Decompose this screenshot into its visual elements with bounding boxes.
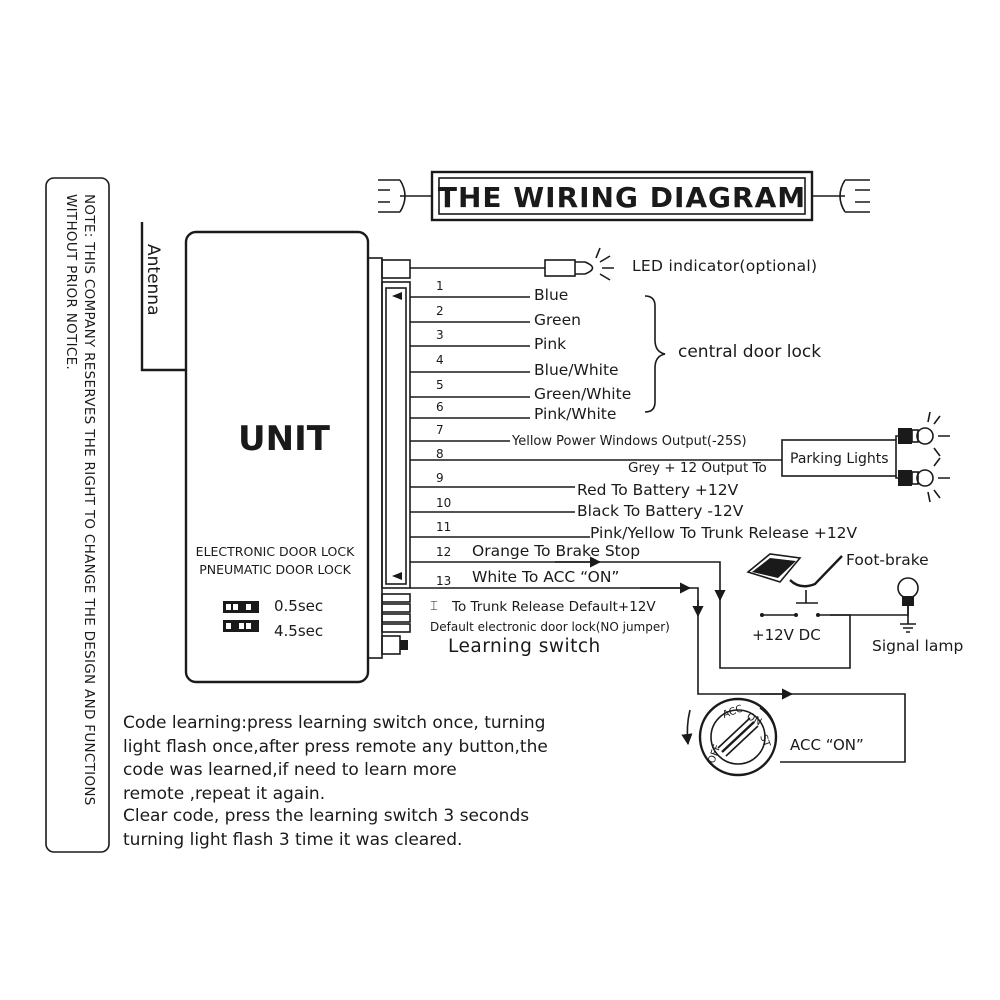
ignition-switch-icon: OFF ACC ON ST [681,697,778,777]
jumper-defaults: ⌶ To Trunk Release Default+12V Default e… [430,599,670,657]
jumper2-label: 4.5sec [274,622,323,640]
wire-number: 4 [436,353,444,367]
central-door-lock-brace: central door lock [644,295,821,413]
wire-number: 3 [436,328,444,342]
wire-6: 6 Pink/White [410,400,616,423]
unit-label: UNIT [238,419,331,459]
wire-8: 8 Grey + 12 Output To [410,447,782,476]
wire-5: 5 Green/White [410,378,631,403]
foot-brake-label: Foot-brake [846,551,929,569]
trunk-default-label: To Trunk Release Default+12V [451,599,656,615]
wire-number: 12 [436,545,451,559]
wire-number: 9 [436,471,444,485]
wire-7: 7 Yellow Power Windows Output(-25S) [410,423,747,449]
foot-brake: Foot-brake +12V DC [746,551,929,644]
wire-3: 3 Pink [410,328,566,353]
wire-12: 12 Orange To Brake Stop [410,542,851,669]
instruction-line: turning light flash 3 time it was cleare… [123,830,462,850]
learning-switch-label: Learning switch [448,636,601,657]
wire-10: 10 Black To Battery -12V [410,496,744,520]
wire-label: Pink/White [534,405,616,423]
unit-sub2: PNEUMATIC DOOR LOCK [199,562,351,577]
wire-number: 11 [436,520,451,534]
antenna-label: Antenna [143,244,163,316]
wire-label: Blue/White [534,361,619,379]
instruction-line: Clear code, press the learning switch 3 … [123,806,529,826]
instruction-line: Code learning:press learning switch once… [123,713,545,733]
antenna: Antenna [140,222,186,372]
parking-lights-label: Parking Lights [790,451,889,467]
wire-label: Yellow Power Windows Output(-25S) [511,434,747,449]
wire-4: 4 Blue/White [410,353,619,379]
ignition-st: ST [757,733,772,749]
wire-label: Pink [534,335,566,353]
connector [367,257,411,659]
wire-number: 6 [436,400,444,414]
jumper-icon [223,620,259,632]
wire-number: 8 [436,447,444,461]
note-box: NOTE: THIS COMPANY RESERVES THE RIGHT TO… [45,177,110,853]
door-default-label: Default electronic door lock(NO jumper) [430,620,670,634]
wire-label: Orange To Brake Stop [472,542,640,560]
wire-number: 1 [436,279,444,293]
wire-label: Red To Battery +12V [577,481,739,499]
instruction-line: remote ,repeat it again. [123,784,325,804]
wire-number: 13 [436,574,451,588]
wire-label: Grey + 12 Output To [628,460,767,476]
unit-sub1: ELECTRONIC DOOR LOCK [196,544,355,559]
wire-number: 2 [436,304,444,318]
ignition-on: ON [745,711,764,728]
wire-label: Black To Battery -12V [577,502,744,520]
wire-label: Green/White [534,385,631,403]
central-door-lock-label: central door lock [678,342,821,362]
jumper-symbol: ⌶ [430,599,438,614]
wire-number: 10 [436,496,451,510]
page-title: THE WIRING DIAGRAM [438,181,806,214]
signal-lamp: Signal lamp [872,577,963,655]
wire-1: 1 Blue [410,279,568,304]
wire-label: Blue [534,286,568,304]
note-text: NOTE: THIS COMPANY RESERVES THE RIGHT TO… [81,194,97,806]
jumper1-label: 0.5sec [274,597,323,615]
wire-label: White To ACC “ON” [472,568,619,586]
ignition-acc: ACC [721,703,744,720]
dc-label: +12V DC [752,626,821,644]
parking-lights: Parking Lights [781,411,950,503]
wire-number: 7 [436,423,444,437]
title-banner: THE WIRING DIAGRAM [378,170,870,222]
wire-13: 13 White To ACC “ON” ACC “ON” [410,568,906,763]
wire-9: 9 Red To Battery +12V [410,471,739,499]
signal-lamp-label: Signal lamp [872,637,963,655]
wire-label: Green [534,311,581,329]
wire-2: 2 Green [410,304,581,329]
wire-11: 11 Pink/Yellow To Trunk Release +12V [410,520,858,542]
instructions: Code learning:press learning switch once… [123,713,548,850]
ignition-off: OFF [706,743,723,765]
led-indicator: LED indicator(optional) [410,247,817,281]
instruction-line: light flash once,after press remote any … [123,737,548,757]
wire-number: 5 [436,378,444,392]
jumper-icon [223,601,259,613]
bulb-icon [898,457,950,503]
instruction-line: code was learned,if need to learn more [123,760,457,780]
led-label: LED indicator(optional) [632,257,817,275]
note-text-line2: WITHOUT PRIOR NOTICE. [63,194,79,370]
wire-label: Pink/Yellow To Trunk Release +12V [590,524,858,542]
unit-box: UNIT ELECTRONIC DOOR LOCK PNEUMATIC DOOR… [184,230,370,684]
acc-on-label: ACC “ON” [790,736,864,754]
bulb-icon [898,411,950,457]
